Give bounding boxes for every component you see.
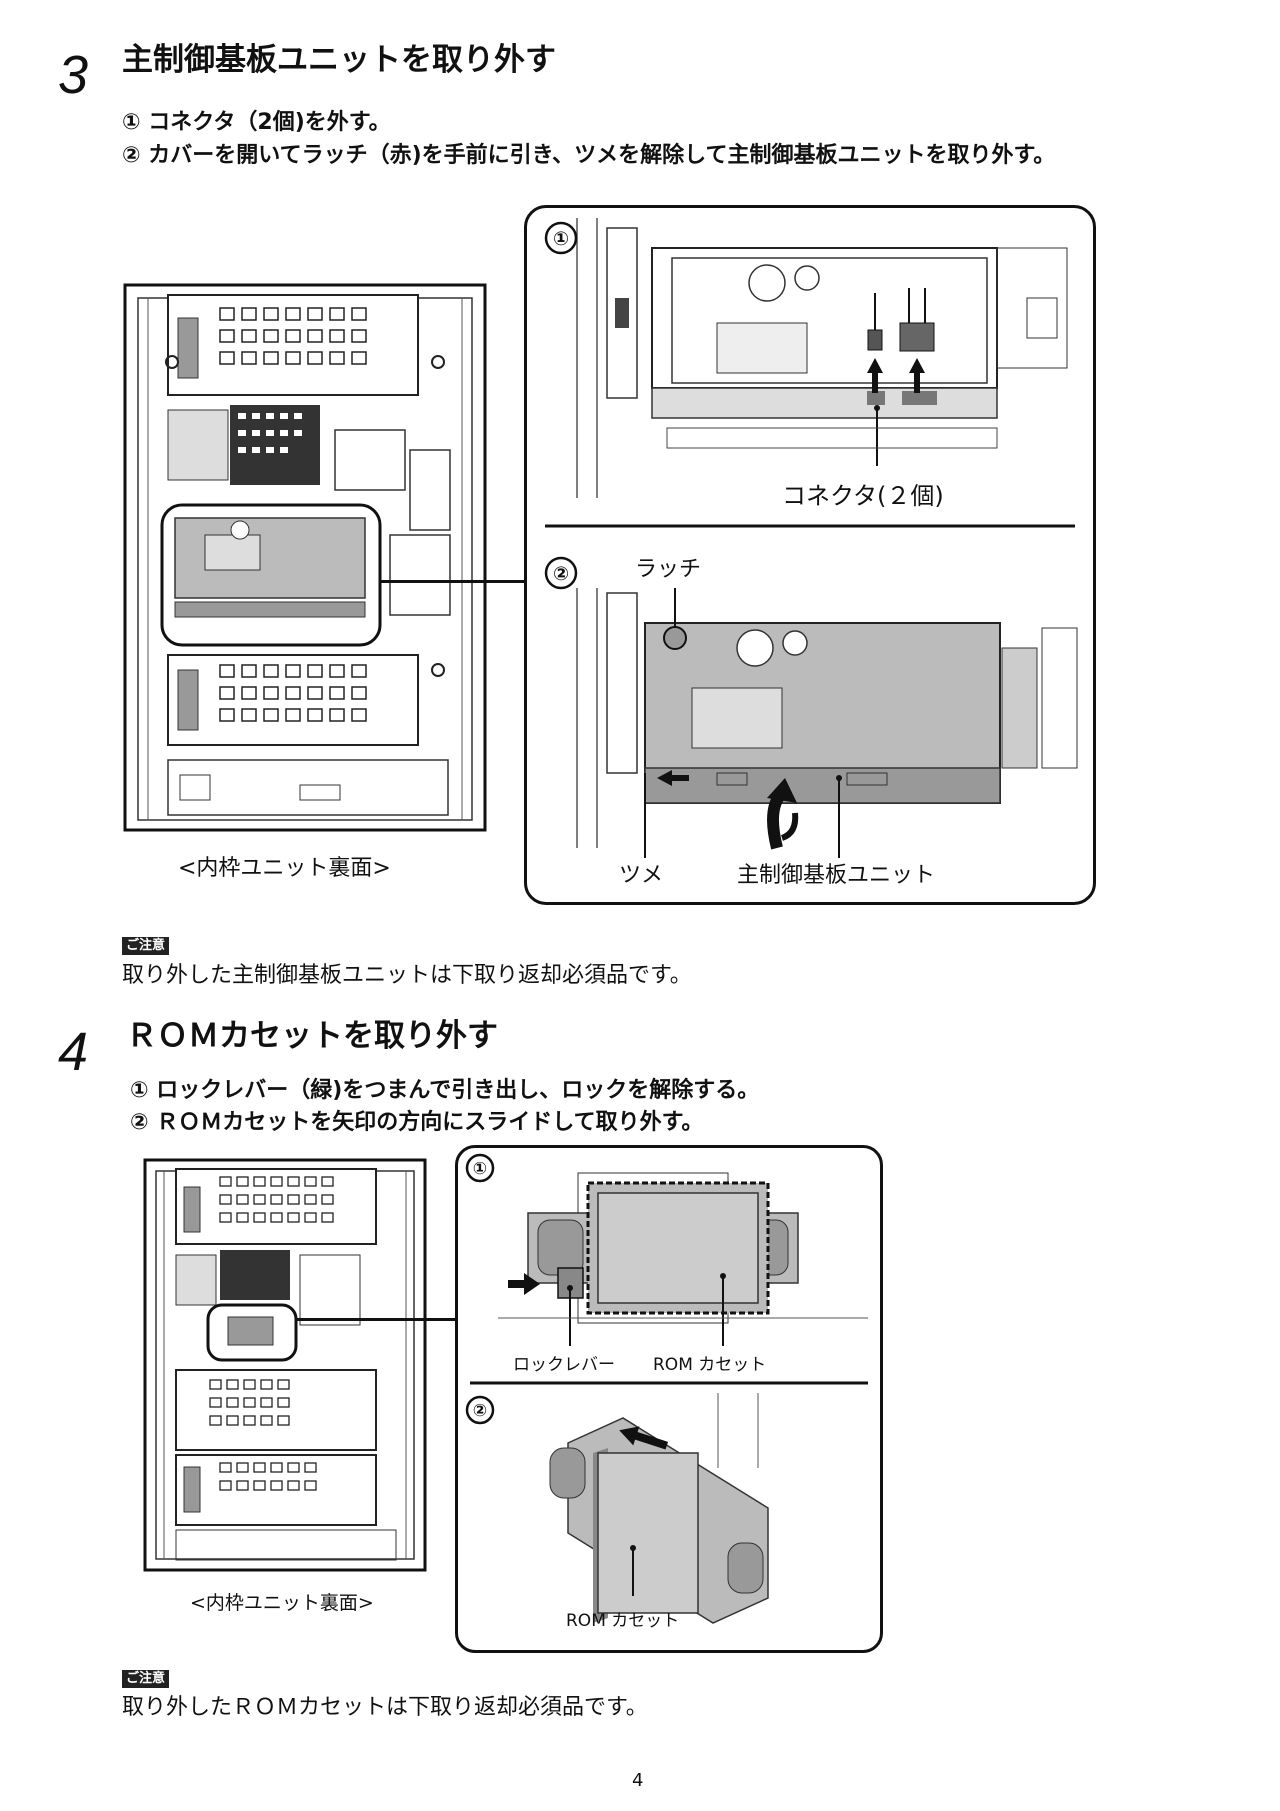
step3-title: 主制御基板ユニットを取り外す — [122, 42, 556, 78]
step3-note-badge: ご注意 — [122, 937, 170, 955]
step4-title: ＲＯＭカセットを取り外す — [126, 1018, 498, 1054]
step3-detail-panel: ① コネクタ(２個) — [524, 205, 1096, 905]
panel2-marker-circle — [544, 556, 578, 590]
panel1-marker-circle — [544, 221, 578, 255]
page-number: 4 — [632, 1770, 644, 1791]
panel2-marker: ② — [553, 563, 569, 585]
panel1-drawing — [572, 218, 1072, 508]
panel2-drawing — [576, 588, 1078, 858]
step3-detail-drawing: ① コネクタ(２個) — [544, 218, 1078, 888]
step4-overview-caption: <内枠ユニット裏面> — [190, 1592, 374, 1614]
connector-label: コネクタ(２個) — [782, 482, 944, 510]
step3-number: 3 — [58, 45, 89, 105]
step4-instruction-1: ① ロックレバー（緑)をつまんで引き出し、ロックを解除する。 — [130, 1078, 760, 1103]
step4-panel1-rom-label: ROM カセット — [653, 1355, 766, 1375]
step4-detail-panel: ① ロックレバー ROM カセット ② ROM カセット — [455, 1145, 883, 1653]
step4-note-badge: ご注意 — [122, 1670, 170, 1688]
step3-overview-diagram — [123, 283, 487, 832]
step3-note-text: 取り外した主制御基板ユニットは下取り返却必須品です。 — [122, 963, 692, 988]
step3-instruction-1: ① コネクタ（2個)を外す。 — [122, 110, 391, 135]
step3-overview-caption: <内枠ユニット裏面> — [178, 856, 391, 881]
step4-overview-diagram — [143, 1158, 427, 1572]
claw-label: ツメ — [619, 863, 663, 888]
step4-callout-line — [296, 1318, 458, 1321]
latch-label: ラッチ — [635, 557, 701, 582]
lock-lever-label: ロックレバー — [513, 1355, 615, 1375]
step4-instruction-2: ② ＲＯＭカセットを矢印の方向にスライドして取り外す。 — [130, 1110, 704, 1135]
step4-note-text: 取り外したＲＯＭカセットは下取り返却必須品です。 — [122, 1695, 648, 1720]
step4-panel1-marker: ① — [473, 1159, 487, 1179]
step3-callout-line — [380, 580, 528, 583]
step3-instruction-2: ② カバーを開いてラッチ（赤)を手前に引き、ツメを解除して主制御基板ユニットを取… — [122, 143, 1056, 168]
panel1-marker: ① — [553, 228, 569, 250]
step4-detail-drawing: ① ロックレバー ROM カセット ② ROM カセット — [465, 1153, 868, 1631]
main-board-unit-label: 主制御基板ユニット — [737, 863, 935, 888]
step4-panel2-marker: ② — [473, 1401, 487, 1421]
step4-number: 4 — [58, 1022, 89, 1082]
step4-panel2-rom-label: ROM カセット — [566, 1611, 679, 1631]
